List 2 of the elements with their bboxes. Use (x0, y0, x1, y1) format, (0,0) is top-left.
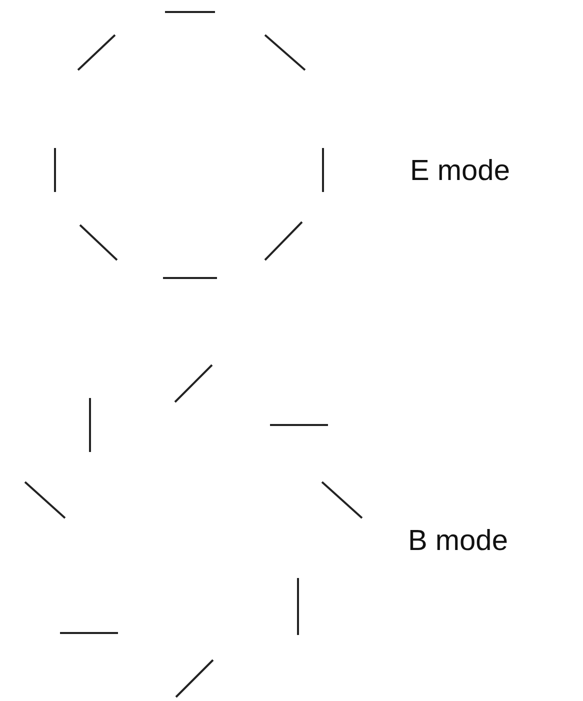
mode-label: B mode (408, 525, 508, 558)
mode-label: E mode (410, 155, 510, 188)
